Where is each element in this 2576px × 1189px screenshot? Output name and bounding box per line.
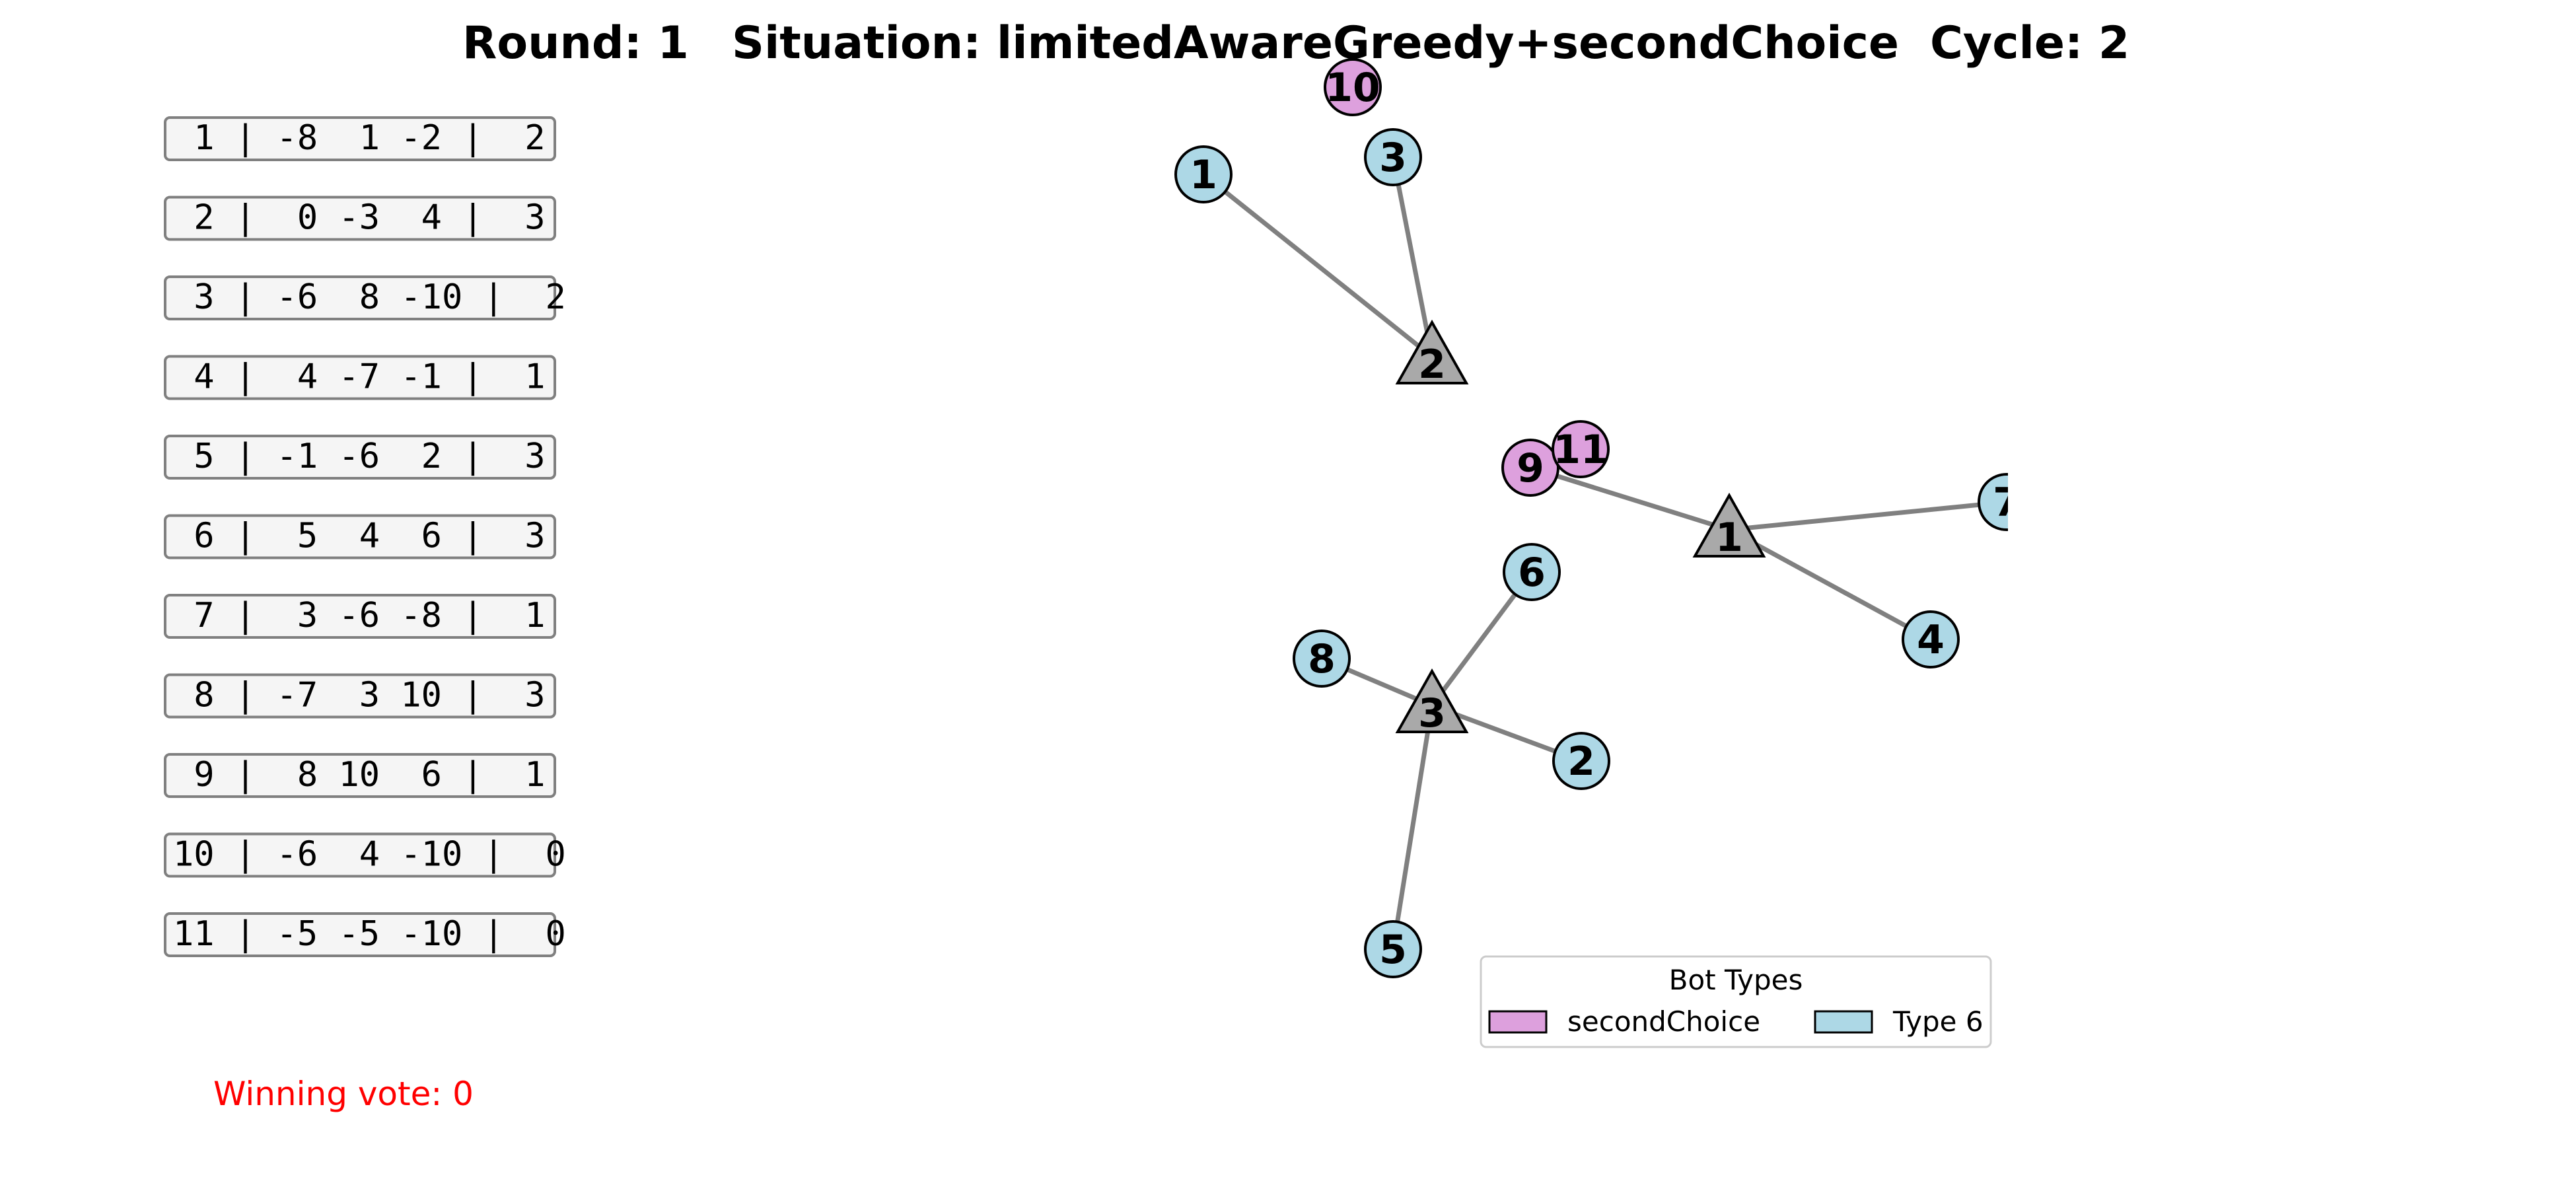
preference-row-box [164,116,556,161]
preference-row-box [164,832,556,878]
voter-node-4: 4 [1902,610,1960,668]
candidate-node-3: 3 [1395,668,1469,737]
preference-row-box [164,594,556,639]
candidate-triangle [1395,668,1469,733]
legend-label-type6: Type 6 [1892,1005,1984,1038]
preference-row-text: 9 | 8 10 6 | 1 [173,755,546,795]
vote-edge [1390,705,1435,950]
candidate-triangle [1692,492,1766,558]
voter-label: 11 [1553,427,1608,473]
vote-edge [1728,527,1932,642]
voter-label: 10 [1325,65,1380,111]
edge-layer [1201,157,2007,950]
preference-row-text: 8 | -7 3 10 | 3 [173,676,546,715]
preference-row-text: 7 | 3 -6 -8 | 1 [173,596,546,635]
voter-label: 3 [1379,135,1407,181]
winning-vote-text: Winning vote: 0 [213,1075,474,1113]
legend: Bot Types secondChoice Type 6 [1480,955,1992,1048]
candidate-node-1: 1 [1692,492,1766,561]
voter-node-7: 7 [1978,473,2021,531]
voter-circle [1902,610,1960,668]
voter-circle [1552,420,1610,478]
preference-row-box [164,514,556,559]
voter-layer: 1 2 3 4 5 6 7 8 9 10 11 [1174,58,2021,978]
candidate-node-2: 2 [1395,319,1469,388]
preference-row-box [164,673,556,719]
preference-row-box [164,355,556,400]
candidate-label: 3 [1418,690,1446,737]
voter-node-9: 9 [1501,439,1559,497]
legend-swatch-second-choice [1488,1010,1548,1034]
candidate-triangle [1395,319,1469,384]
voter-circle [1364,128,1422,186]
graph-canvas: 1 2 3 1 2 3 4 5 6 7 8 9 10 11 [1174,58,2021,978]
voter-node-10: 10 [1324,58,1382,116]
voter-node-8: 8 [1293,630,1351,688]
voter-node-3: 3 [1364,128,1422,186]
legend-label-second-choice: secondChoice [1567,1005,1760,1038]
preference-table: 1 | -8 1 -2 | 2 2 | 0 -3 4 | 3 3 | -6 8 … [164,116,566,957]
voter-node-1: 1 [1174,145,1233,203]
legend-swatch-type6 [1814,1010,1873,1034]
vote-edge [1390,157,1435,357]
voter-circle [1293,630,1351,688]
preference-row-box [164,753,556,798]
candidate-label: 1 [1715,515,1743,561]
preference-row-text: 4 | 4 -7 -1 | 1 [173,357,546,397]
voter-circle [1978,473,2008,531]
round-title: Round: 1 [462,17,689,69]
voter-node-2: 2 [1552,732,1610,790]
voter-label: 4 [1917,617,1945,663]
voter-label: 7 [1993,480,2021,526]
preference-row-text: 5 | -1 -6 2 | 3 [173,437,546,476]
situation-title: Situation: limitedAwareGreedy+secondChoi… [732,17,1899,69]
voter-circle [1324,58,1382,116]
preference-row-box [164,275,556,320]
preference-row-box [164,196,556,241]
voter-circle [1503,543,1561,601]
voter-label: 1 [1190,152,1217,198]
voter-label: 8 [1308,636,1336,682]
preference-row-text: 3 | -6 8 -10 | 2 [173,277,566,317]
voter-node-5: 5 [1364,920,1422,978]
vote-edge [1529,465,1731,532]
voter-circle [1501,439,1559,497]
candidate-label: 2 [1418,342,1446,388]
preference-row-box [164,912,556,957]
preference-row-text: 2 | 0 -3 4 | 3 [173,198,546,238]
preference-row-text: 6 | 5 4 6 | 3 [173,517,546,556]
vote-edge [1201,172,1434,359]
preference-row-text: 1 | -8 1 -2 | 2 [173,118,546,158]
voter-circle [1552,732,1610,790]
preference-row-text: 10 | -6 4 -10 | 0 [173,835,566,875]
legend-title: Bot Types [1669,964,1803,996]
voter-label: 5 [1379,927,1407,973]
preference-row-text: 11 | -5 -5 -10 | 0 [173,914,566,954]
vote-edge [1729,499,2007,532]
voter-label: 6 [1518,550,1546,596]
voter-circle [1174,145,1233,203]
voter-node-11: 11 [1552,420,1610,478]
voter-node-6: 6 [1503,543,1561,601]
voter-label: 9 [1517,445,1544,491]
preference-row-box [164,435,556,480]
cycle-title: Cycle: 2 [1930,17,2129,69]
voter-label: 2 [1567,739,1595,785]
candidate-layer: 1 2 3 [1395,319,1766,737]
voter-circle [1364,920,1422,978]
